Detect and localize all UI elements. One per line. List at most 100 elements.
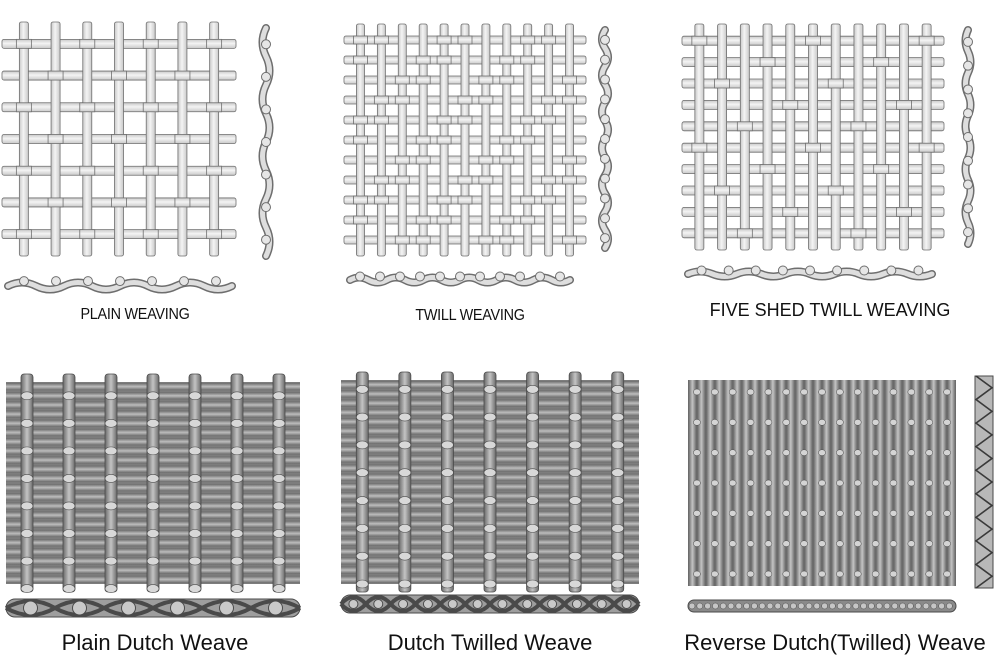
horizontal-wire-crossing bbox=[79, 38, 96, 49]
weft-knuckle bbox=[711, 479, 719, 487]
warp-section bbox=[704, 602, 711, 610]
weft-knuckle bbox=[836, 388, 844, 396]
warp-knuckle bbox=[526, 468, 539, 478]
weft-knuckle bbox=[746, 388, 755, 396]
weft-knuckle bbox=[711, 510, 719, 517]
warp-knuckle bbox=[230, 446, 244, 456]
warp-knuckle bbox=[230, 584, 244, 593]
caption-plain-dutch-weave: Plain Dutch Weave bbox=[61, 630, 249, 655]
warp-section bbox=[914, 602, 922, 610]
weft-knuckle bbox=[925, 449, 933, 456]
warp-section bbox=[23, 600, 38, 616]
warp-knuckle bbox=[441, 412, 454, 422]
horizontal-wire-crossing bbox=[79, 229, 96, 240]
horizontal-wire-crossing bbox=[520, 115, 536, 125]
warp-knuckle bbox=[398, 412, 412, 422]
weft-knuckle bbox=[800, 388, 808, 396]
horizontal-wire-crossing bbox=[394, 235, 410, 245]
warp-section bbox=[497, 599, 508, 609]
warp-knuckle bbox=[398, 468, 412, 478]
weft-knuckle bbox=[693, 479, 701, 487]
horizontal-wire-crossing bbox=[415, 55, 431, 65]
weft-knuckle bbox=[907, 540, 916, 547]
weft-knuckle bbox=[871, 510, 880, 517]
caption-five-shed-twill-weaving: FIVE SHED TWILL WEAVING bbox=[709, 300, 951, 320]
horizontal-wire-crossing bbox=[415, 215, 431, 225]
warp-knuckle bbox=[398, 384, 412, 394]
side-cross-section bbox=[974, 375, 994, 589]
warp-knuckle bbox=[188, 419, 202, 428]
vertical-wire bbox=[694, 23, 705, 251]
crimp-wire-lower bbox=[5, 605, 301, 617]
weft-knuckle bbox=[818, 510, 826, 517]
warp-wire bbox=[885, 380, 893, 586]
warp-knuckle bbox=[483, 579, 497, 589]
cross-wire-section bbox=[19, 276, 29, 287]
dutch-wire-mesh bbox=[6, 373, 300, 593]
weft-knuckle bbox=[925, 419, 933, 426]
horizontal-wire-crossing bbox=[206, 165, 223, 176]
horizontal-wire-crossing bbox=[15, 102, 32, 113]
warp-knuckle bbox=[483, 524, 497, 533]
vertical-wire bbox=[717, 23, 727, 251]
cross-wire-section bbox=[696, 265, 707, 276]
weft-knuckle bbox=[728, 419, 737, 426]
warp-knuckle bbox=[104, 419, 118, 428]
horizontal-wire-crossing bbox=[142, 165, 159, 176]
cross-section bbox=[339, 594, 641, 614]
cross-wire-section bbox=[600, 153, 610, 164]
cross-wire-section bbox=[963, 132, 973, 142]
warp-wire bbox=[777, 380, 786, 586]
cross-wire-section bbox=[963, 84, 973, 95]
weft-knuckle bbox=[728, 510, 737, 517]
weft-knuckle bbox=[764, 540, 773, 547]
warp-knuckle bbox=[230, 529, 244, 538]
horizontal-wire-crossing bbox=[499, 235, 515, 245]
warp-knuckle bbox=[355, 412, 369, 422]
warp-knuckle bbox=[355, 440, 369, 450]
warp-knuckle bbox=[230, 556, 244, 566]
weft-knuckle bbox=[853, 449, 862, 456]
cross-wire-section bbox=[600, 134, 610, 144]
panel-plain-weaving: PLAIN WEAVING bbox=[0, 0, 300, 340]
horizontal-wire-crossing bbox=[15, 229, 32, 240]
horizontal-wire-crossing bbox=[174, 197, 191, 208]
horizontal-wire-crossing bbox=[896, 100, 912, 110]
horizontal-wire-crossing bbox=[142, 102, 159, 113]
cross-wire-section bbox=[535, 271, 545, 282]
weft-knuckle bbox=[764, 510, 773, 517]
weft-knuckle bbox=[764, 449, 773, 456]
weft-knuckle bbox=[818, 540, 826, 547]
horizontal-wire-crossing bbox=[373, 35, 389, 45]
warp-section bbox=[719, 602, 727, 610]
horizontal-wire-crossing bbox=[353, 115, 368, 125]
cross-wire-section bbox=[886, 265, 897, 276]
warp-knuckle bbox=[483, 440, 497, 450]
cross-wire-section bbox=[859, 265, 870, 276]
warp-knuckle bbox=[526, 579, 539, 589]
panel-five-shed-twill-weaving: FIVE SHED TWILL WEAVING bbox=[670, 0, 1000, 340]
warp-knuckle bbox=[62, 474, 76, 483]
warp-section bbox=[522, 599, 533, 609]
warp-wire bbox=[813, 380, 822, 586]
warp-section bbox=[844, 602, 852, 610]
side-cross-section bbox=[258, 24, 274, 260]
horizontal-wire-crossing bbox=[499, 55, 515, 65]
horizontal-wire-crossing bbox=[562, 95, 577, 105]
cross-wire-section bbox=[261, 71, 271, 82]
weft-knuckle bbox=[871, 388, 880, 396]
warp-section bbox=[774, 602, 782, 610]
five-shed-twill-weaving-illustration bbox=[681, 23, 975, 281]
vertical-wire bbox=[853, 23, 864, 251]
warp-knuckle bbox=[526, 524, 539, 533]
warp-wire bbox=[751, 380, 759, 586]
weft-knuckle bbox=[746, 479, 755, 487]
warp-knuckle bbox=[611, 412, 625, 422]
horizontal-wire-crossing bbox=[457, 35, 473, 45]
vertical-wire bbox=[481, 23, 491, 257]
cross-wire-section bbox=[913, 265, 924, 276]
warp-knuckle bbox=[272, 529, 286, 538]
warp-wire bbox=[894, 380, 902, 586]
crimp-wire-lower bbox=[339, 600, 641, 613]
vertical-wire bbox=[460, 23, 470, 257]
